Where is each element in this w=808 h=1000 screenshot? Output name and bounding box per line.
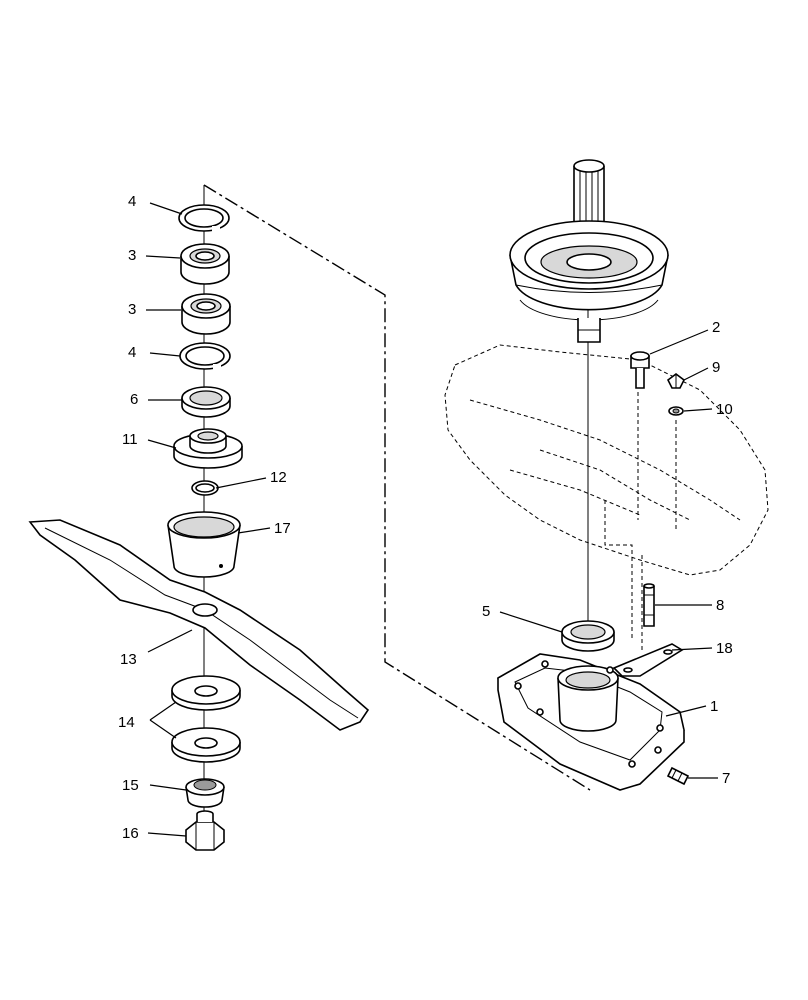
part-1-spindle-housing (497, 653, 685, 791)
part-14-washer-upper (171, 675, 241, 711)
callout-labels: 4 3 3 4 6 11 12 17 13 14 15 16 2 9 10 5 … (118, 193, 733, 842)
part-10-washer (668, 406, 684, 416)
callout-18: 18 (716, 640, 733, 657)
callout-6: 6 (130, 391, 138, 408)
callout-4-lower: 4 (128, 344, 136, 361)
callout-5: 5 (482, 603, 490, 620)
part-15-splined-adapter (185, 778, 225, 808)
part-7-set-screw (666, 766, 690, 786)
part-13-mower-blade (28, 519, 370, 731)
part-3-bearing-upper (180, 243, 230, 285)
part-12-snap-ring (191, 480, 219, 496)
callout-9: 9 (712, 359, 720, 376)
callout-13: 13 (120, 651, 137, 668)
callout-10: 10 (716, 401, 733, 418)
assembly-guide-lines (203, 160, 677, 830)
callout-16: 16 (122, 825, 139, 842)
callout-2: 2 (712, 319, 720, 336)
part-3-bearing-lower (181, 293, 231, 335)
part-9-grease-fitting (666, 373, 686, 389)
callout-15: 15 (122, 777, 139, 794)
part-17-cup (167, 511, 241, 578)
callout-8: 8 (716, 597, 724, 614)
part-11-flanged-hub (173, 428, 243, 469)
callout-14: 14 (118, 714, 135, 731)
part-18-shim-plate (612, 643, 684, 677)
pulley-spindle-assembly (509, 159, 669, 343)
part-4-retaining-ring-top (178, 204, 230, 232)
part-8-pin (643, 583, 655, 627)
part-16-nut (185, 810, 225, 851)
callout-3-upper: 3 (128, 247, 136, 264)
callout-17: 17 (274, 520, 291, 537)
callout-1: 1 (710, 698, 718, 715)
part-6-seal (181, 386, 231, 418)
callout-leaders (145, 202, 718, 837)
part-2-bolt (630, 351, 650, 389)
callout-12: 12 (270, 469, 287, 486)
callout-7: 7 (722, 770, 730, 787)
part-5-seal (561, 620, 615, 652)
part-14-washer-lower (171, 727, 241, 763)
callout-4-top: 4 (128, 193, 136, 210)
part-4-retaining-ring-lower (179, 342, 231, 370)
callout-3-lower: 3 (128, 301, 136, 318)
mower-deck-outline (444, 344, 769, 576)
callout-11: 11 (122, 431, 138, 448)
